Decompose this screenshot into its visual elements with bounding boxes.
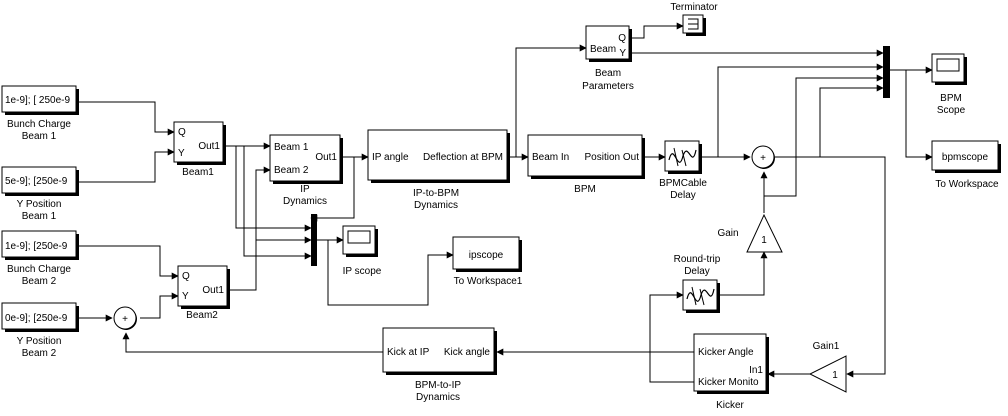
y-position-beam2-label-2: Beam 2 (22, 348, 57, 359)
beam-params-port-beam: Beam (590, 44, 616, 55)
round-trip-delay-label-1: Round-trip (674, 254, 721, 265)
bpm-block[interactable]: Beam In Position Out BPM (527, 134, 645, 195)
y-position-beam1-value: 5e-9]; [250e-9 (5, 176, 68, 187)
bpm-port-beam-in: Beam In (532, 152, 569, 163)
ip-dynamics-port-out1: Out1 (315, 152, 337, 163)
beam-params-label-2: Parameters (582, 81, 634, 92)
beam-parameters-block[interactable]: Beam Q Y Beam Parameters (582, 25, 634, 92)
bunch-charge-beam2-value: 1e-9]; [250e-9 (5, 241, 68, 252)
bunch-charge-beam2-label-1: Bunch Charge (7, 264, 71, 275)
y-position-beam2-value: 0e-9]; [250e-9 (5, 313, 68, 324)
gain-block[interactable]: 1 Gain (717, 213, 783, 253)
bunch-charge-beam2-block[interactable]: 1e-9]; [250e-9 Bunch Charge Beam 2 (1, 230, 79, 287)
kicker-port-angle: Kicker Angle (698, 347, 754, 358)
beam2-port-out1: Out1 (202, 285, 224, 296)
beam2-block[interactable]: Q Y Out1 Beam2 (177, 265, 230, 321)
bunch-charge-beam1-label-2: Beam 1 (22, 131, 57, 142)
bpm-to-ip-label-2: Dynamics (416, 392, 460, 403)
ip-to-bpm-block[interactable]: IP angle Deflection at BPM IP-to-BPM Dyn… (367, 129, 510, 211)
y-position-beam2-block[interactable]: 0e-9]; [250e-9 Y Position Beam 2 (1, 302, 79, 359)
sum-main-glyph: + (760, 153, 766, 164)
bunch-charge-beam2-label-2: Beam 2 (22, 276, 57, 287)
bpm-mux[interactable] (883, 46, 890, 98)
beam2-label: Beam2 (186, 310, 218, 321)
round-trip-delay-label-2: Delay (684, 266, 710, 277)
bunch-charge-beam1-value: 1e-9]; [ 250e-9 (5, 95, 70, 106)
beam2-port-q: Q (182, 271, 190, 282)
gain1-value: 1 (832, 370, 838, 381)
gain-label: Gain (717, 228, 738, 239)
beam1-port-out1: Out1 (198, 141, 220, 152)
ip-to-bpm-port-ip-angle: IP angle (372, 152, 409, 163)
ipscope-label: To Workspace1 (454, 276, 523, 287)
kicker-port-monitor: Kicker Monito (698, 377, 759, 388)
ip-scope-block[interactable]: IP scope (342, 225, 382, 277)
bpm-to-ip-block[interactable]: Kick at IP Kick angle BPM-to-IP Dynamics (382, 327, 497, 403)
bpm-to-ip-label-1: BPM-to-IP (415, 380, 461, 391)
bunch-charge-beam1-block[interactable]: 1e-9]; [ 250e-9 Bunch Charge Beam 1 (1, 85, 79, 142)
round-trip-delay-block[interactable]: Round-trip Delay (674, 254, 721, 313)
ip-scope-label: IP scope (343, 266, 382, 277)
sum-main-block[interactable]: + (751, 145, 775, 169)
kicker-label: Kicker (716, 400, 744, 411)
bpmscope-label: To Workspace (935, 179, 999, 190)
bpm-to-ip-port-kick-at-ip: Kick at IP (387, 347, 430, 358)
sum-y2-glyph: + (122, 314, 128, 325)
beam1-port-q: Q (178, 127, 186, 138)
signal-lines (78, 22, 933, 383)
beam1-label: Beam1 (182, 167, 214, 178)
ip-dynamics-block[interactable]: Beam 1 Beam 2 Out1 IP Dynamics (269, 134, 343, 207)
bpm-scope-label-2: Scope (937, 105, 966, 116)
beam2-port-y: Y (182, 291, 189, 302)
ip-dynamics-label-2: Dynamics (283, 196, 327, 207)
ip-mux[interactable] (311, 214, 317, 266)
bpm-to-ip-port-kick-angle: Kick angle (444, 347, 491, 358)
bpmscope-block[interactable]: bpmscope To Workspace (931, 140, 1001, 190)
ip-dynamics-port-beam1: Beam 1 (274, 142, 309, 153)
bpm-cable-delay-label-1: BPMCable (659, 178, 707, 189)
beam1-block[interactable]: Q Y Out1 Beam1 (173, 121, 226, 178)
terminator-block[interactable]: Terminator (670, 2, 718, 36)
y-position-beam1-label-1: Y Position (17, 199, 62, 210)
bpm-cable-delay-block[interactable]: BPMCable Delay (659, 140, 707, 201)
ip-dynamics-label-1: IP (300, 184, 310, 195)
bpm-scope-label-1: BPM (940, 93, 962, 104)
bpm-scope-block[interactable]: BPM Scope (931, 53, 967, 116)
bpm-label: BPM (574, 184, 596, 195)
kicker-port-in1: In1 (749, 365, 763, 376)
ip-to-bpm-label-1: IP-to-BPM (413, 188, 459, 199)
bpmscope-text: bpmscope (942, 152, 989, 163)
gain-value: 1 (761, 235, 767, 246)
gain1-block[interactable]: 1 Gain1 (808, 341, 847, 393)
ip-to-bpm-label-2: Dynamics (414, 200, 458, 211)
kicker-block[interactable]: Kicker Angle In1 Kicker Monito Kicker (693, 333, 769, 411)
beam-params-port-q: Q (618, 33, 626, 44)
y-position-beam2-label-1: Y Position (17, 336, 62, 347)
y-position-beam1-label-2: Beam 1 (22, 211, 57, 222)
terminator-label: Terminator (670, 2, 718, 13)
bpm-port-position-out: Position Out (585, 152, 640, 163)
sum-y2-block[interactable]: + (113, 306, 137, 330)
gain1-label: Gain1 (813, 341, 840, 352)
ip-to-bpm-port-deflection: Deflection at BPM (423, 152, 503, 163)
beam-params-label-1: Beam (595, 68, 621, 79)
ipscope-text: ipscope (469, 250, 504, 261)
bunch-charge-beam1-label-1: Bunch Charge (7, 119, 71, 130)
y-position-beam1-block[interactable]: 5e-9]; [250e-9 Y Position Beam 1 (1, 166, 79, 222)
beam-params-port-y: Y (619, 48, 626, 59)
ip-dynamics-port-beam2: Beam 2 (274, 165, 309, 176)
bpm-cable-delay-label-2: Delay (670, 190, 696, 201)
ipscope-block[interactable]: ipscope To Workspace1 (452, 236, 523, 287)
beam1-port-y: Y (178, 148, 185, 159)
